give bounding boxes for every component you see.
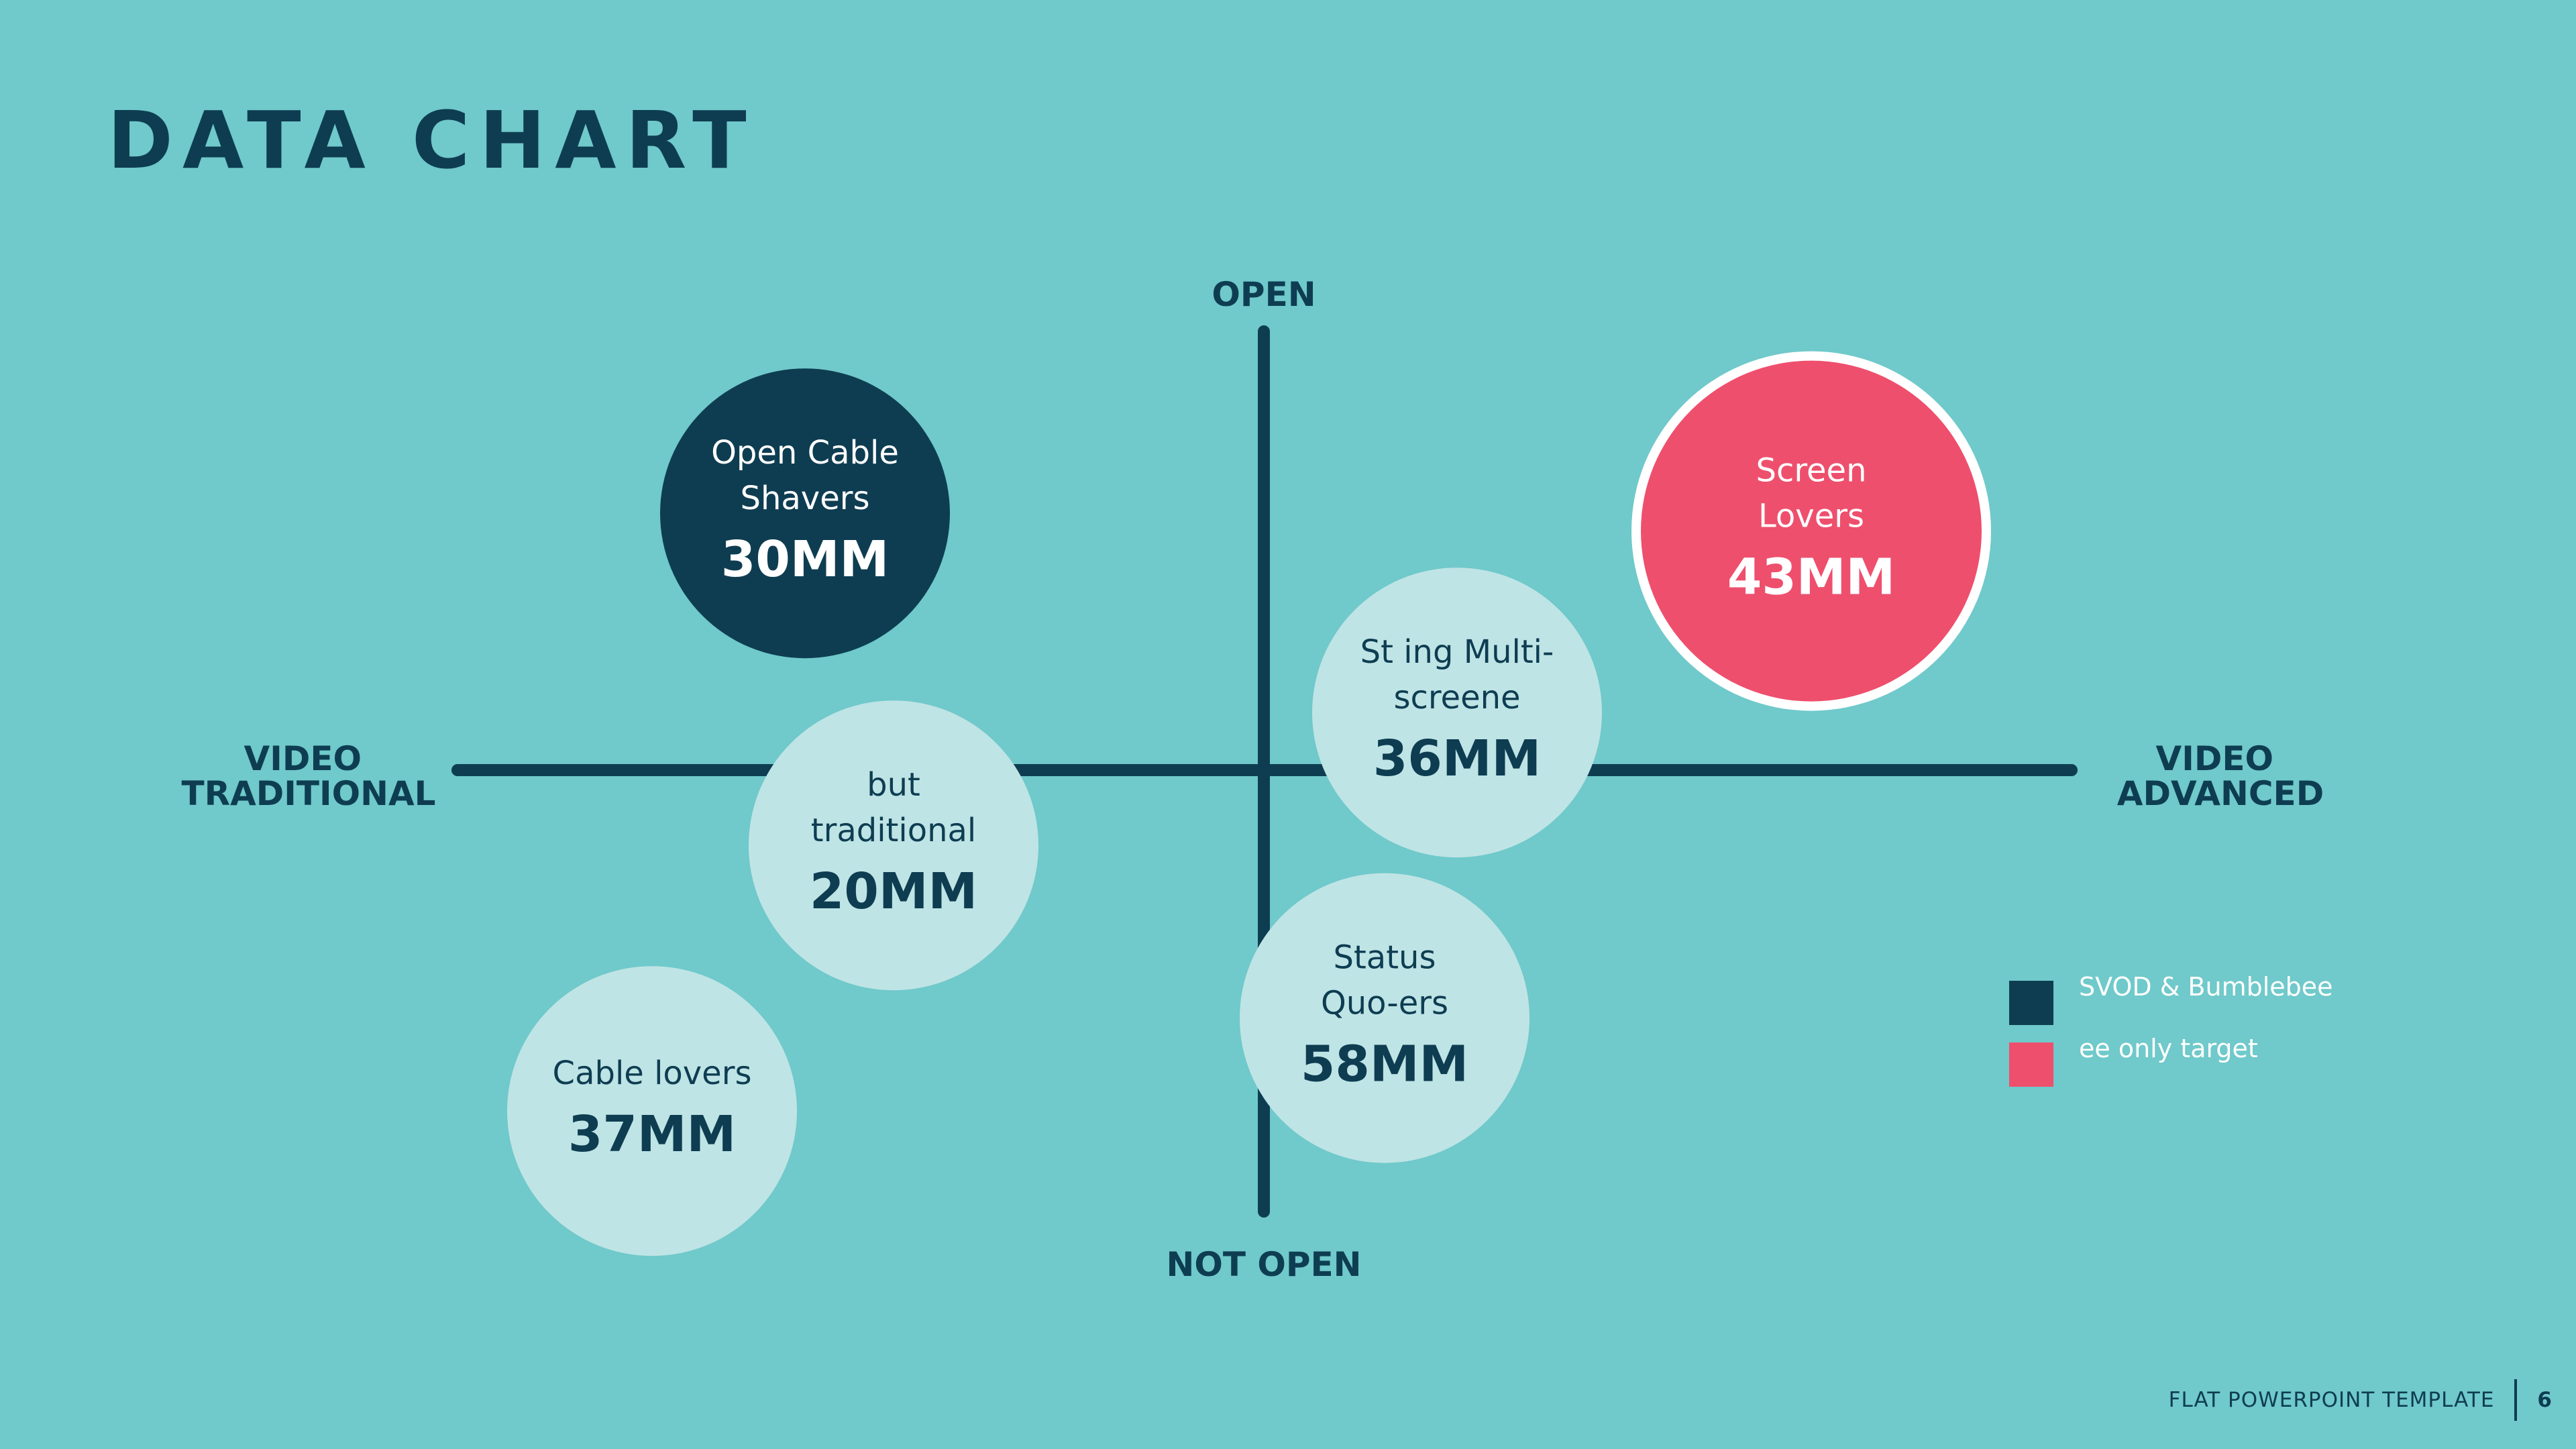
bubble-5: Cable lovers 37MM [507, 966, 797, 1256]
axes-layer: OPEN NOT OPEN VIDEO TRADITIONAL VIDEO AD… [181, 275, 2324, 1284]
bubble-value: 37MM [568, 1106, 736, 1163]
bubble-label: Cable lovers [553, 1055, 752, 1092]
bubble-circle [507, 966, 797, 1256]
bubble-label: St ing Multi-screene [1360, 633, 1554, 716]
axis-label-top: OPEN [1212, 275, 1316, 314]
bubble-label-line: Cable lovers [553, 1055, 752, 1092]
bubble-label-line: but [867, 766, 920, 804]
bubble-circle [1641, 360, 1982, 702]
legend-swatch-dark [2009, 981, 2053, 1025]
bubble-value: 36MM [1373, 730, 1541, 788]
bubble-2: St ing Multi-screene 36MM [1312, 568, 1602, 858]
page-number: 6 [2537, 1388, 2552, 1412]
bubble-label-line: screene [1393, 679, 1520, 716]
bubble-value: 43MM [1727, 549, 1895, 606]
slide-title: DATA CHART [107, 94, 756, 186]
axis-label-left-line-2: TRADITIONAL [181, 774, 435, 813]
bubble-value: 20MM [810, 863, 977, 920]
legend-item-svod: SVOD & Bumblebee [2009, 966, 2333, 1028]
legend-label: ee only target [2079, 1034, 2258, 1063]
legend-label: SVOD & Bumblebee [2079, 972, 2333, 1002]
bubble-label-line: traditional [811, 812, 976, 849]
legend-item-ee-target: ee only target [2009, 1028, 2333, 1089]
slide-footer: FLAT POWERPOINT TEMPLATE 6 [2169, 1379, 2552, 1421]
bubble-label-line: Lovers [1758, 498, 1864, 535]
bubble-3: but traditional 20MM [749, 700, 1038, 991]
bubble-label-line: Quo-ers [1321, 985, 1448, 1022]
footer-text: FLAT POWERPOINT TEMPLATE [2168, 1388, 2495, 1412]
footer-divider [2514, 1379, 2518, 1421]
bubble-circle [1312, 568, 1602, 858]
chart-legend: SVOD & Bumblebee ee only target [2009, 966, 2333, 1089]
bubble-circle [1240, 873, 1529, 1163]
bubble-circle [660, 368, 950, 659]
bubble-label-line: St ing Multi- [1360, 633, 1554, 671]
axis-label-right: VIDEO ADVANCED [2117, 739, 2324, 813]
bubble-value: 30MM [721, 531, 889, 588]
bubble-label-line: Open Cable [711, 434, 899, 472]
legend-swatch-pink [2009, 1042, 2053, 1087]
axis-label-right-line-2: ADVANCED [2117, 774, 2324, 813]
axis-label-left: VIDEO TRADITIONAL [181, 739, 435, 813]
bubble-label-line: Status [1334, 939, 1436, 977]
bubble-value: 58MM [1301, 1036, 1468, 1093]
axis-label-bottom: NOT OPEN [1166, 1245, 1361, 1284]
bubble-label: but traditional [811, 766, 976, 849]
bubble-circle [749, 700, 1038, 991]
bubble-label-line: Screen [1756, 452, 1866, 490]
bubble-label-line: Shavers [741, 480, 870, 517]
axis-label-right-line-1: VIDEO [2156, 739, 2273, 778]
axis-label-left-line-1: VIDEO [244, 739, 362, 778]
